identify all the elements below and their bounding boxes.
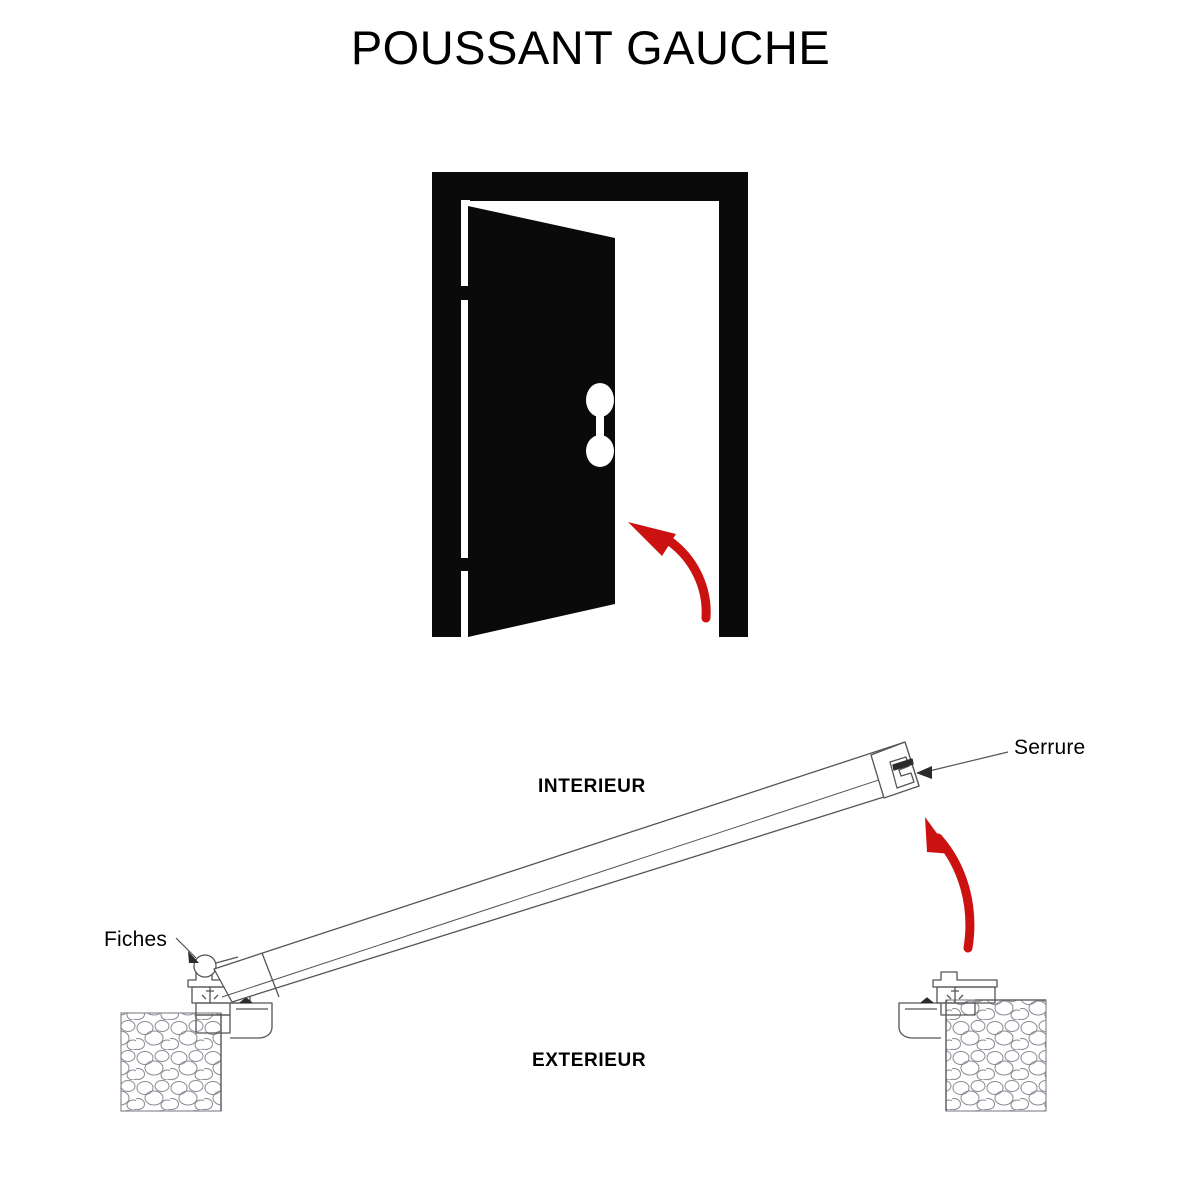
right-jamb-chamber-a: [936, 986, 996, 1004]
hinge-leaf-plate: [221, 971, 251, 985]
swing-arrow-head: [628, 522, 676, 556]
right-jamb-chamber-b: [940, 1002, 976, 1016]
swing-arrow-plan-shaft: [933, 833, 975, 953]
lock-latch-tongue: [892, 758, 914, 771]
hinge-bridge-upper: [461, 286, 470, 300]
serrure-leader-line: [924, 751, 1009, 773]
left-wall-hatch: [120, 1012, 222, 1112]
right-jamb-inner-detail: [946, 987, 964, 1003]
door-leaf-panel: [468, 206, 615, 637]
fiches-leader-arrow: [188, 951, 199, 963]
door-frame-right-jamb: [719, 172, 748, 637]
door-leaf-core-line: [221, 768, 913, 998]
swing-arrow-plan: [925, 817, 975, 953]
door-leaf-hinge-end-line: [261, 952, 280, 998]
label-interieur: INTERIEUR: [538, 776, 646, 797]
hinge-pivot-group: [193, 954, 251, 985]
right-jamb-profile: [898, 971, 1046, 1111]
left-jamb-profile: [187, 971, 273, 1111]
left-wall-block: [120, 1012, 222, 1112]
label-exterieur: EXTERIEUR: [532, 1050, 647, 1071]
handle-knob-bottom: [586, 435, 614, 467]
page-title: POUSSANT GAUCHE: [350, 21, 831, 74]
hinge-knuckle-link: [215, 956, 239, 964]
lock-detail-group: [870, 741, 920, 799]
label-serrure: Serrure: [1014, 736, 1086, 759]
swing-arrow-plan-head: [925, 817, 952, 854]
fiches-leader-line: [175, 937, 197, 959]
right-jamb-gasket: [920, 997, 934, 1004]
left-jamb-chamber-c: [195, 1014, 231, 1034]
hinge-gap-bottom: [461, 570, 470, 637]
left-jamb-drip-lip: [230, 1002, 273, 1039]
left-jamb-chamber-a: [191, 986, 251, 1004]
label-fiches: Fiches: [104, 928, 168, 951]
right-jamb-keep-lip: [898, 1002, 941, 1039]
door-leaf-group: [468, 206, 615, 637]
left-jamb-inner-detail: [201, 987, 219, 1003]
door-frame-lintel: [432, 172, 748, 201]
left-jamb-chamber-b: [195, 1002, 231, 1016]
handle-knob-top: [586, 383, 614, 417]
hinge-gap-middle: [461, 300, 470, 558]
door-frame-left-inner: [461, 172, 469, 637]
hinge-gap-top: [461, 200, 470, 306]
right-wall-block: [945, 999, 1047, 1112]
right-jamb-top-flange: [932, 971, 998, 988]
right-wall-hatch: [945, 999, 1047, 1112]
serrure-leader-arrow: [916, 766, 932, 779]
lock-case-notch: [889, 756, 915, 789]
door-handle-icon: [586, 383, 614, 467]
hinge-pivot-circle: [193, 954, 217, 978]
hinge-gap-upper-spacer: [461, 288, 470, 388]
swing-arrow-shaft: [663, 535, 711, 623]
handle-stem: [596, 405, 604, 449]
left-jamb-gasket: [239, 997, 253, 1004]
door-frame-group: [432, 172, 748, 637]
hinge-bridge-lower: [461, 558, 470, 571]
door-frame-left-jamb: [432, 172, 461, 637]
swing-arrow-pictogram: [628, 522, 711, 623]
lock-end-cap: [870, 741, 920, 799]
left-jamb-top-flange: [187, 971, 253, 988]
